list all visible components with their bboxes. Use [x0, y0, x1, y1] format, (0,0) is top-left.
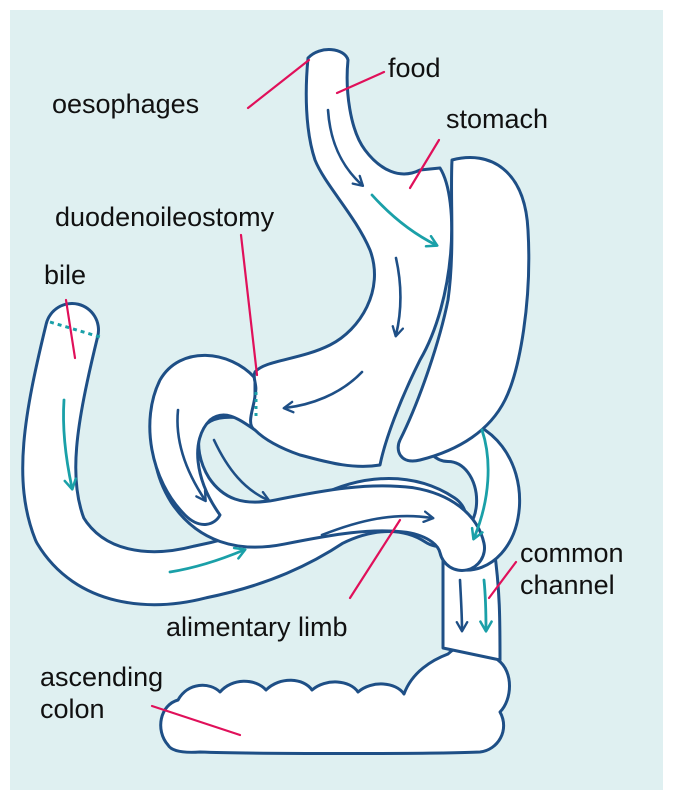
label-ascending-colon-line1: ascending — [40, 662, 163, 692]
label-bile: bile — [44, 260, 86, 290]
label-food: food — [388, 53, 441, 83]
label-common-channel-line1: common — [520, 538, 624, 568]
label-stomach: stomach — [446, 104, 548, 134]
label-oesophages: oesophages — [52, 89, 199, 119]
label-ascending-colon-line2: colon — [40, 694, 105, 724]
label-duodenoileostomy: duodenoileostomy — [55, 202, 275, 232]
label-common-channel-line2: channel — [520, 570, 615, 600]
label-alimentary-limb: alimentary limb — [166, 612, 348, 642]
